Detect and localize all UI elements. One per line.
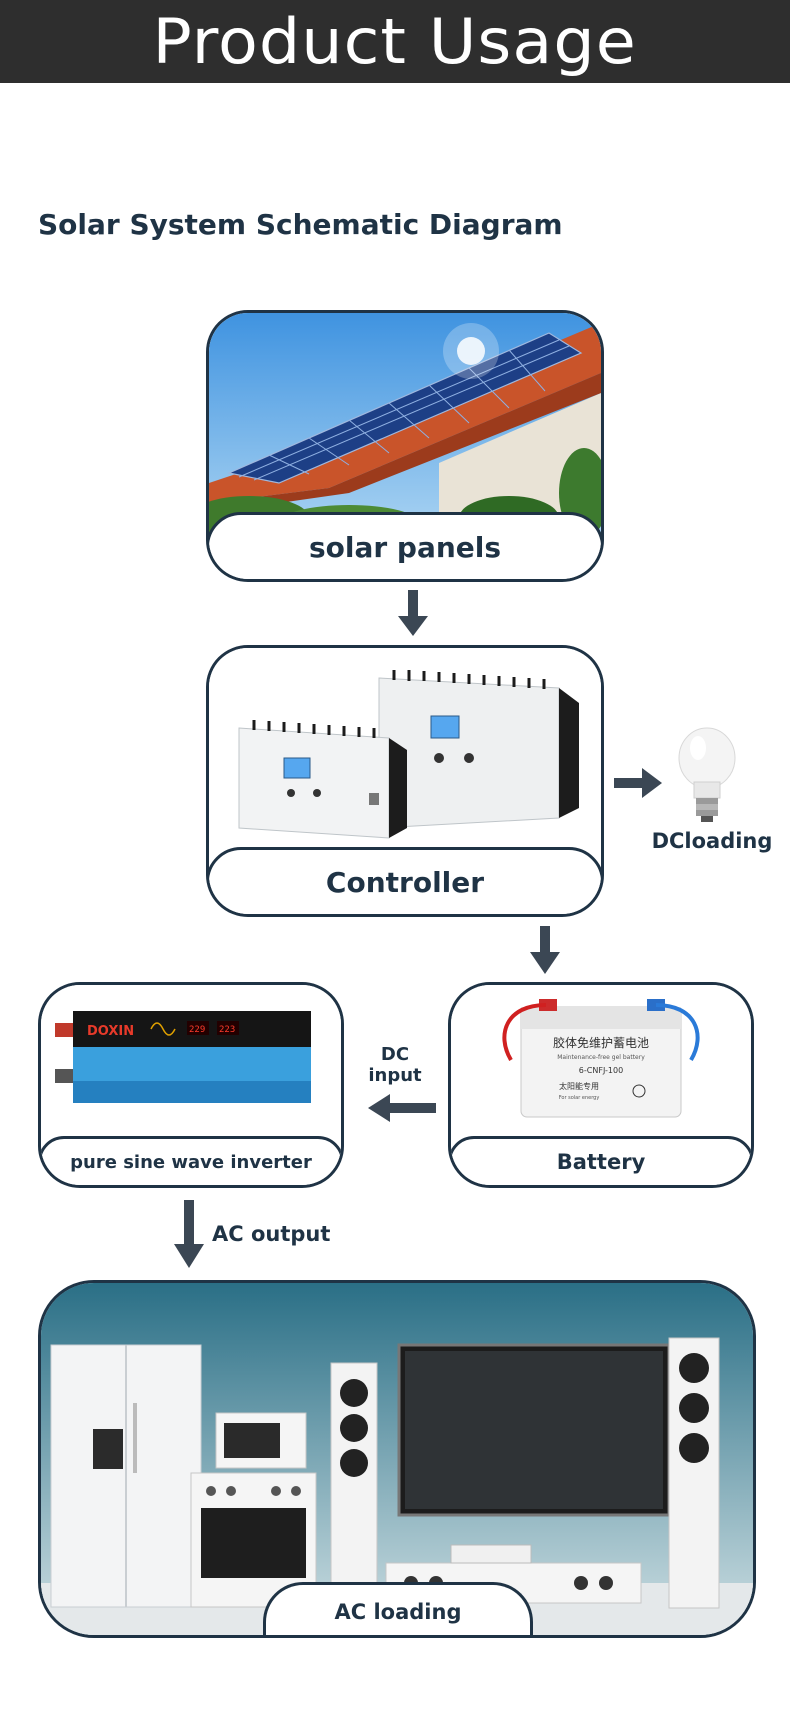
controller-illustration	[209, 648, 601, 848]
arrow-controller-to-battery	[530, 926, 560, 974]
solar-panels-illustration	[209, 313, 601, 533]
inverter-output-reading: 223	[219, 1025, 235, 1035]
recycle-icon	[632, 1084, 646, 1098]
inverter-label: pure sine wave inverter	[41, 1136, 341, 1185]
arrow-battery-to-inverter	[368, 1094, 436, 1122]
inverter-brand: DOXIN	[87, 1024, 134, 1039]
battery-card: 胶体免维护蓄电池 Maintenance-free gel battery 6-…	[448, 982, 754, 1188]
arrow-solar-to-controller	[398, 590, 428, 636]
battery-print-line2: Maintenance-free gel battery	[557, 1054, 645, 1061]
battery-print-line4: 太阳能专用	[559, 1081, 599, 1091]
solar-panels-card: solar panels	[206, 310, 604, 582]
dcloading-label: DCloading	[651, 829, 773, 853]
battery-illustration: 胶体免维护蓄电池 Maintenance-free gel battery 6-…	[451, 985, 751, 1135]
controller-label: Controller	[209, 847, 601, 914]
dc-input-label-line1: DC	[380, 1044, 410, 1065]
battery-print-line1: 胶体免维护蓄电池	[553, 1035, 649, 1050]
battery-print-line5: For solar energy	[559, 1095, 600, 1101]
dc-input-label-line2: input	[368, 1065, 422, 1086]
inverter-illustration: DOXIN 229 223	[41, 985, 341, 1135]
light-bulb-icon	[678, 727, 736, 822]
arrow-inverter-to-acloading	[174, 1200, 204, 1268]
solar-panels-label: solar panels	[209, 512, 601, 579]
ac-loading-card: AC loading	[38, 1280, 756, 1638]
controller-card: Controller	[206, 645, 604, 917]
ac-output-label: AC output	[212, 1222, 331, 1246]
page-header: Product Usage	[0, 0, 790, 83]
header-title: Product Usage	[152, 4, 638, 78]
diagram-title: Solar System Schematic Diagram	[38, 208, 563, 241]
inverter-card: DOXIN 229 223 pure sine wave inverter	[38, 982, 344, 1188]
battery-label: Battery	[451, 1136, 751, 1185]
arrow-controller-to-dcloading	[614, 768, 662, 798]
battery-print-line3: 6-CNFJ-100	[579, 1066, 623, 1075]
inverter-input-reading: 229	[189, 1025, 205, 1035]
ac-loading-label: AC loading	[263, 1582, 533, 1635]
